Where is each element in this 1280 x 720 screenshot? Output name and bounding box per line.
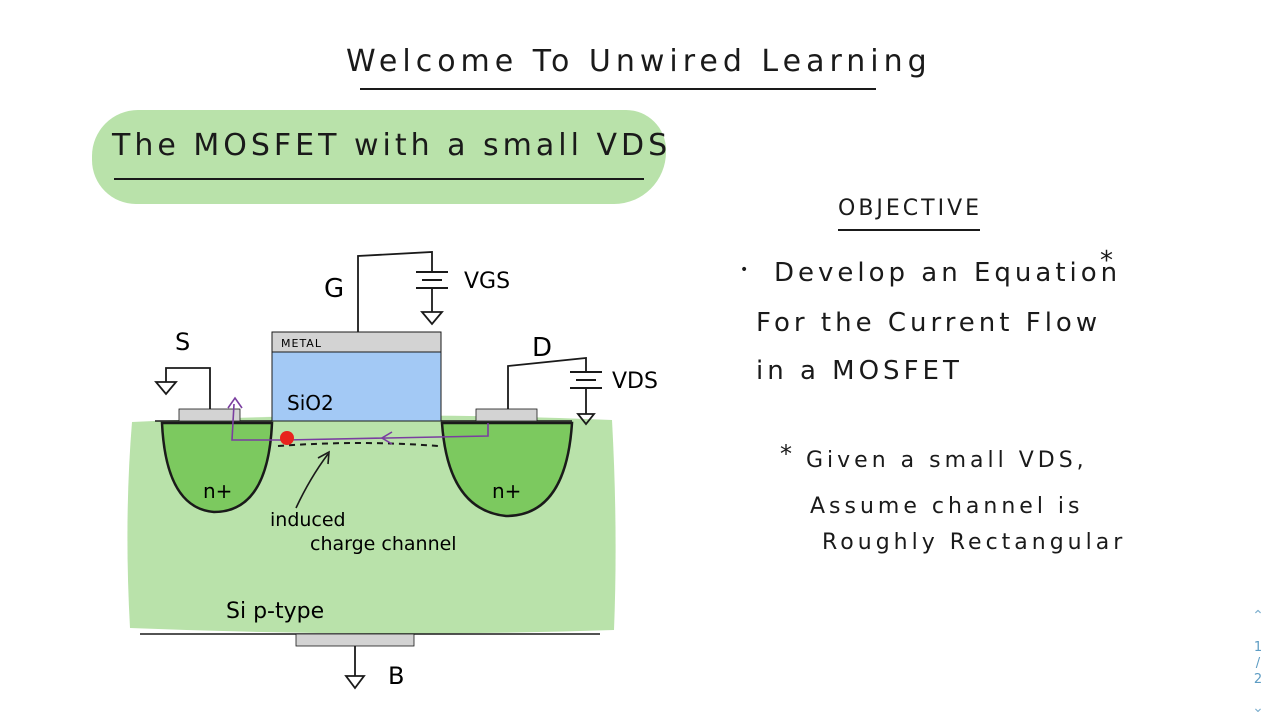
title-underline — [360, 88, 876, 90]
electron-dot — [280, 431, 294, 445]
objective-line-2: For the Current Flow — [756, 308, 1102, 338]
body-label: B — [388, 662, 404, 690]
vds-label: VDS — [612, 369, 658, 394]
annotation-line-2: charge channel — [310, 533, 457, 555]
drain-wire — [507, 357, 587, 409]
oxide-label: SiO2 — [287, 391, 334, 415]
chevron-down-icon[interactable]: ⌄ — [1252, 700, 1264, 716]
metal-gate — [271, 331, 442, 353]
n-plus-drain-label: n+ — [492, 479, 521, 503]
current-arrow-up-icon — [227, 396, 243, 409]
note-star: * — [780, 440, 792, 468]
heading-underline — [114, 178, 644, 180]
source-label: S — [175, 328, 190, 356]
note-line-1: Given a small VDS, — [806, 448, 1088, 473]
body-ground-icon — [344, 675, 366, 690]
vgs-ground-icon — [420, 311, 444, 326]
heading-highlight — [92, 110, 666, 204]
total-pages: 2 — [1253, 672, 1263, 687]
annotation-arrow — [295, 453, 329, 509]
vds-ground-icon — [576, 413, 596, 426]
objective-line-3: in a MOSFET — [756, 356, 963, 386]
page-separator: / — [1255, 656, 1261, 671]
note-line-3: Roughly Rectangular — [822, 530, 1127, 555]
page-title: Welcome To Unwired Learning — [346, 44, 932, 79]
source-ground-icon — [154, 381, 178, 396]
source-wire — [165, 367, 211, 409]
n-plus-drain-well — [440, 421, 574, 518]
annotation-line-1: induced — [270, 509, 346, 531]
note-line-2: Assume channel is — [810, 494, 1084, 519]
drain-contact — [475, 408, 538, 422]
current-page-number: 1 — [1253, 640, 1263, 655]
objective-line-1: Develop an Equation — [774, 258, 1122, 288]
drain-label: D — [532, 333, 552, 363]
vgs-label: VGS — [464, 269, 510, 294]
section-heading: The MOSFET with a small VDS — [112, 128, 672, 163]
annotation-arrowhead-icon — [317, 450, 330, 465]
n-plus-source-well — [160, 421, 274, 514]
source-contact — [178, 408, 241, 422]
gate-label: G — [324, 274, 344, 304]
oxide-layer — [271, 351, 442, 422]
metal-label: METAL — [281, 337, 322, 350]
substrate-label: Si p-type — [226, 599, 324, 624]
objective-title: OBJECTIVE — [838, 196, 983, 221]
gate-wire — [357, 251, 433, 332]
mosfet-diagram: G S D B VGS VDS METAL SiO2 n+ n+ induced… — [127, 251, 658, 690]
objective-bullet: • — [740, 262, 749, 278]
induced-charge-channel — [277, 442, 439, 447]
objective-underline — [838, 229, 980, 231]
n-plus-source-label: n+ — [203, 479, 232, 503]
chevron-up-icon[interactable]: ⌃ — [1252, 608, 1264, 624]
current-arrow-left-icon — [380, 431, 393, 445]
page-navigator: ⌃ 1 / 2 ⌄ — [1246, 608, 1270, 718]
body-contact — [295, 633, 415, 647]
objective-footnote-star: * — [1100, 246, 1113, 276]
